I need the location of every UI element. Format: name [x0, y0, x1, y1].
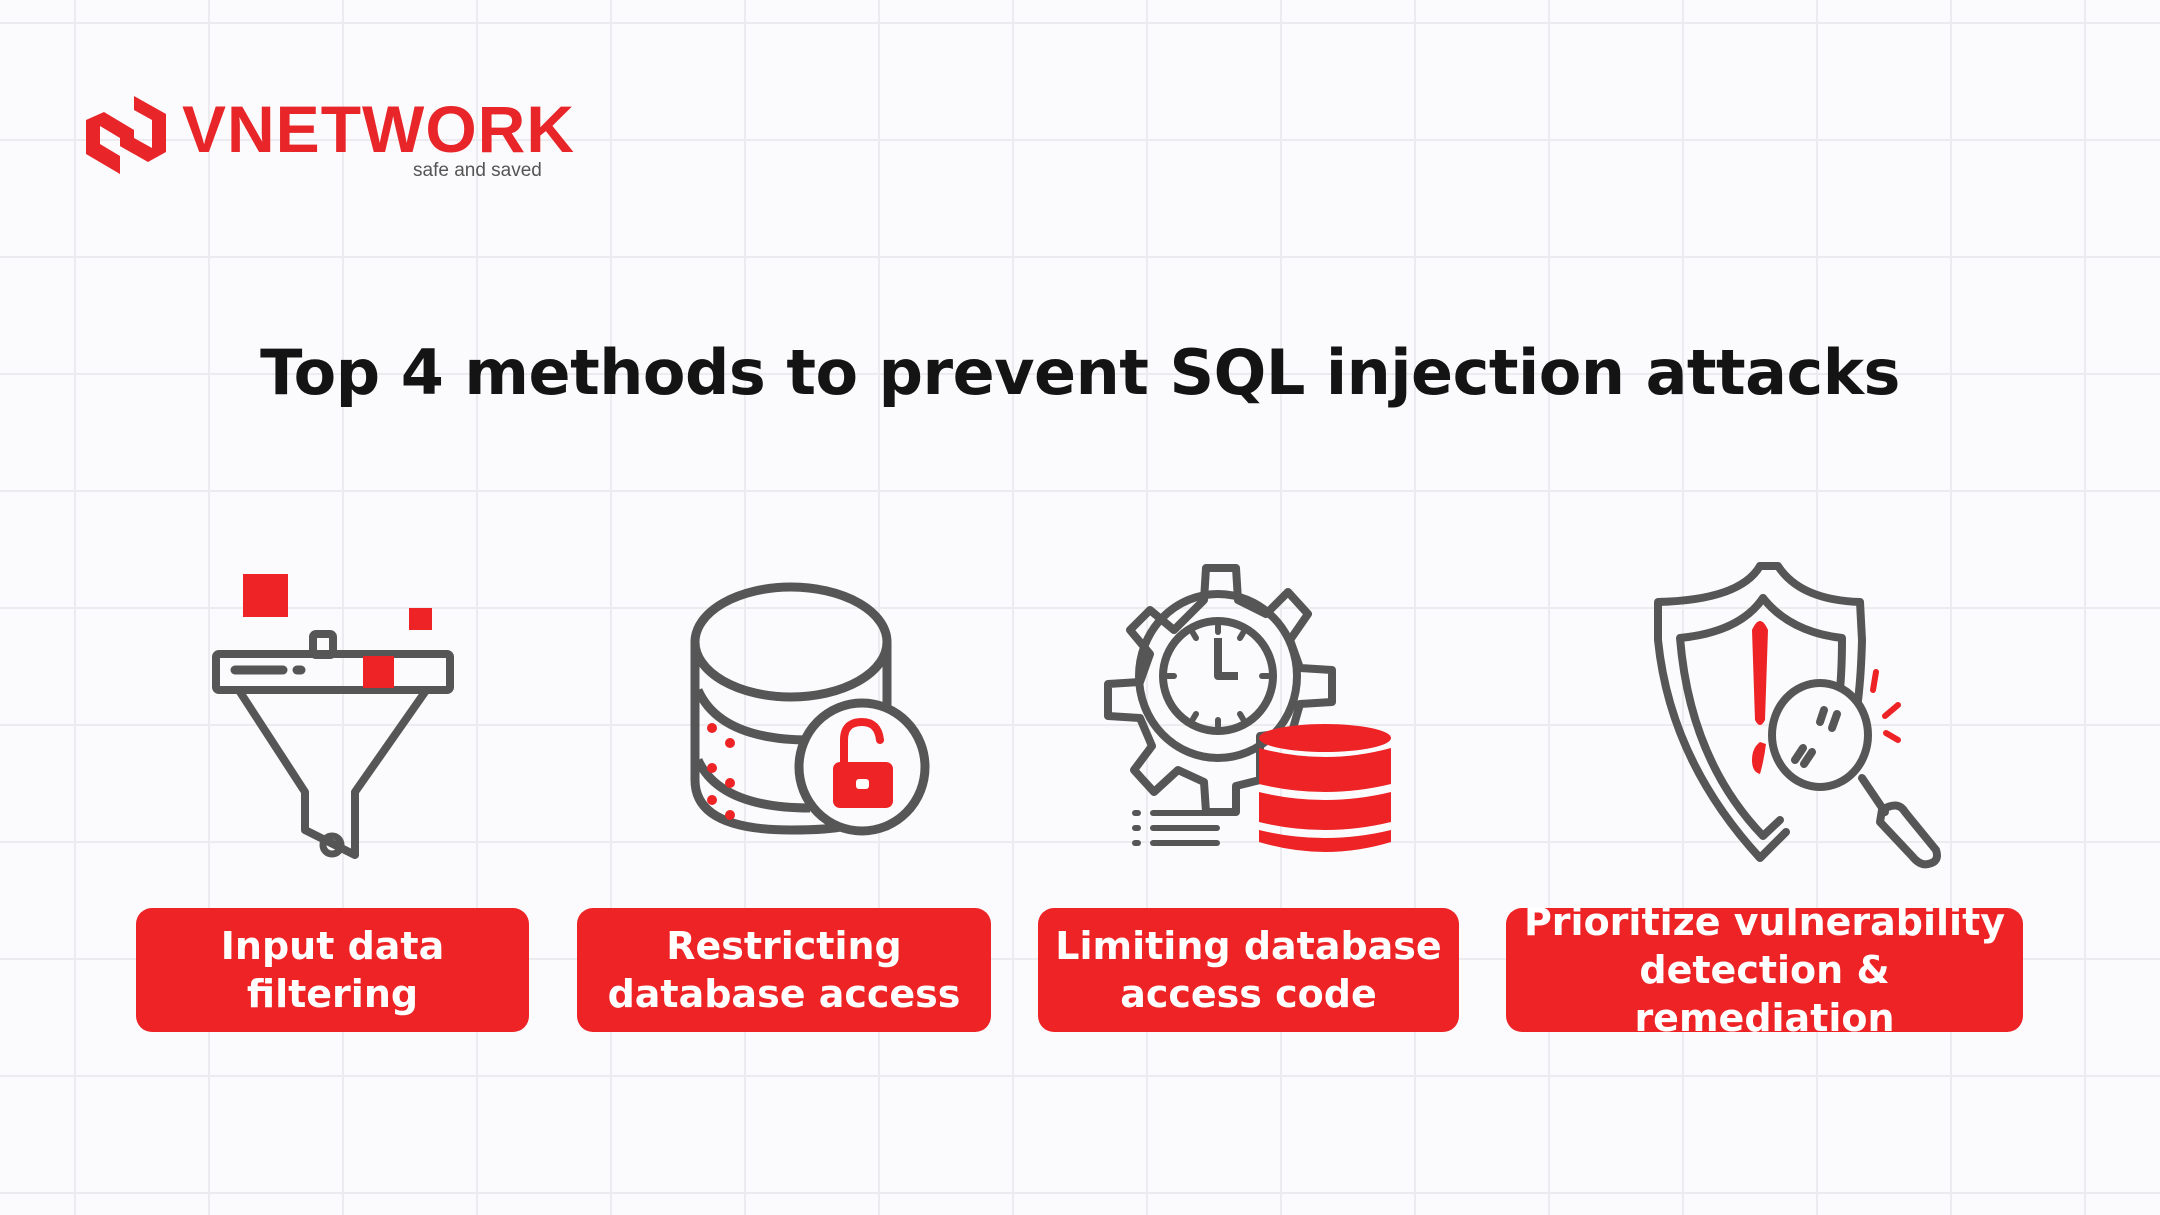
method-label-line1: Prioritize vulnerability — [1523, 900, 2006, 944]
method-label-line1: Input data — [220, 924, 445, 968]
logo-tagline: safe and saved — [413, 160, 542, 181]
method-label-line2: access code — [1120, 972, 1377, 1016]
method-label-line2: filtering — [246, 972, 419, 1016]
page-title: Top 4 methods to prevent SQL injection a… — [260, 336, 1900, 409]
method-label-line1: Limiting database — [1055, 924, 1442, 968]
vnetwork-logo-icon — [86, 96, 166, 174]
method-label-line1: Restricting — [666, 924, 902, 968]
logo-brand-name: VNETWORK — [182, 92, 575, 166]
method-label-line2: database access — [607, 972, 961, 1016]
method-label-line2: detection & remediation — [1634, 948, 1895, 1040]
